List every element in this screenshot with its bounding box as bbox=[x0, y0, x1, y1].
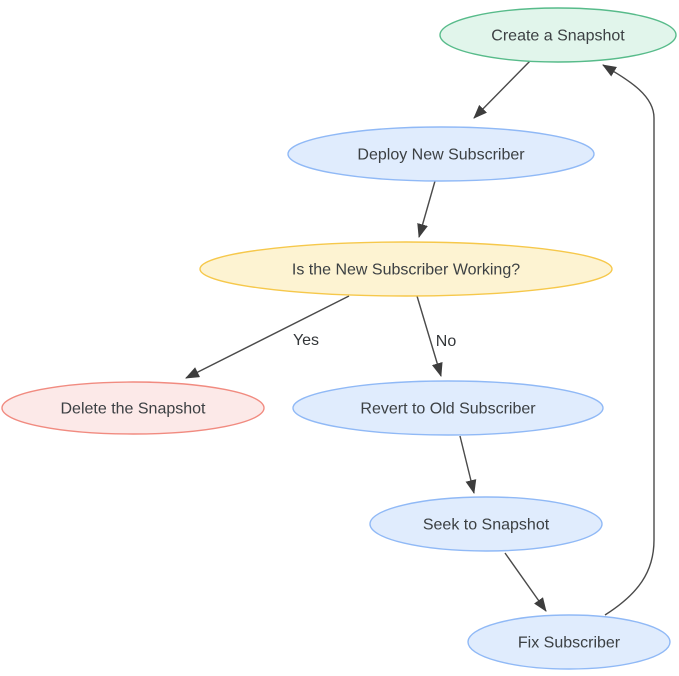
seek-snapshot-shape bbox=[369, 496, 603, 552]
node-seek-snapshot: Seek to Snapshot bbox=[369, 496, 603, 552]
node-is-working: Is the New Subscriber Working? bbox=[199, 241, 613, 297]
delete-snapshot-shape bbox=[1, 381, 265, 435]
edge-label-yes: Yes bbox=[293, 332, 319, 349]
node-label-is-working: Is the New Subscriber Working? bbox=[292, 262, 520, 279]
edge-deploy-subscriber-to-is-working bbox=[417, 180, 436, 238]
edge-seek-snapshot-to-fix-subscriber bbox=[504, 552, 547, 612]
node-label-revert-subscriber: Revert to Old Subscriber bbox=[360, 401, 536, 418]
edge-create-snapshot-to-deploy-subscriber bbox=[473, 59, 532, 119]
create-snapshot-shape bbox=[439, 7, 677, 63]
node-label-deploy-subscriber: Deploy New Subscriber bbox=[357, 147, 525, 164]
fix-subscriber-shape bbox=[467, 614, 671, 670]
node-create-snapshot: Create a Snapshot bbox=[439, 7, 677, 63]
edge-labels-layer: Yes No bbox=[293, 332, 456, 350]
node-label-delete-snapshot: Delete the Snapshot bbox=[61, 401, 207, 418]
edge-is-working-to-revert-subscriber bbox=[416, 295, 443, 377]
node-label-fix-subscriber: Fix Subscriber bbox=[518, 635, 621, 652]
edges-layer bbox=[185, 59, 655, 616]
node-deploy-subscriber: Deploy New Subscriber bbox=[287, 126, 595, 182]
node-revert-subscriber: Revert to Old Subscriber bbox=[292, 380, 604, 436]
is-working-shape bbox=[199, 241, 613, 297]
edge-is-working-to-delete-snapshot bbox=[185, 295, 350, 379]
node-fix-subscriber: Fix Subscriber bbox=[467, 614, 671, 670]
node-label-create-snapshot: Create a Snapshot bbox=[491, 28, 625, 45]
edge-fix-subscriber-to-create-snapshot bbox=[602, 64, 655, 616]
node-delete-snapshot: Delete the Snapshot bbox=[1, 381, 265, 435]
revert-subscriber-shape bbox=[292, 380, 604, 436]
edge-label-no: No bbox=[436, 333, 457, 350]
deploy-subscriber-shape bbox=[287, 126, 595, 182]
node-label-seek-snapshot: Seek to Snapshot bbox=[423, 517, 550, 534]
edge-revert-subscriber-to-seek-snapshot bbox=[459, 435, 477, 494]
